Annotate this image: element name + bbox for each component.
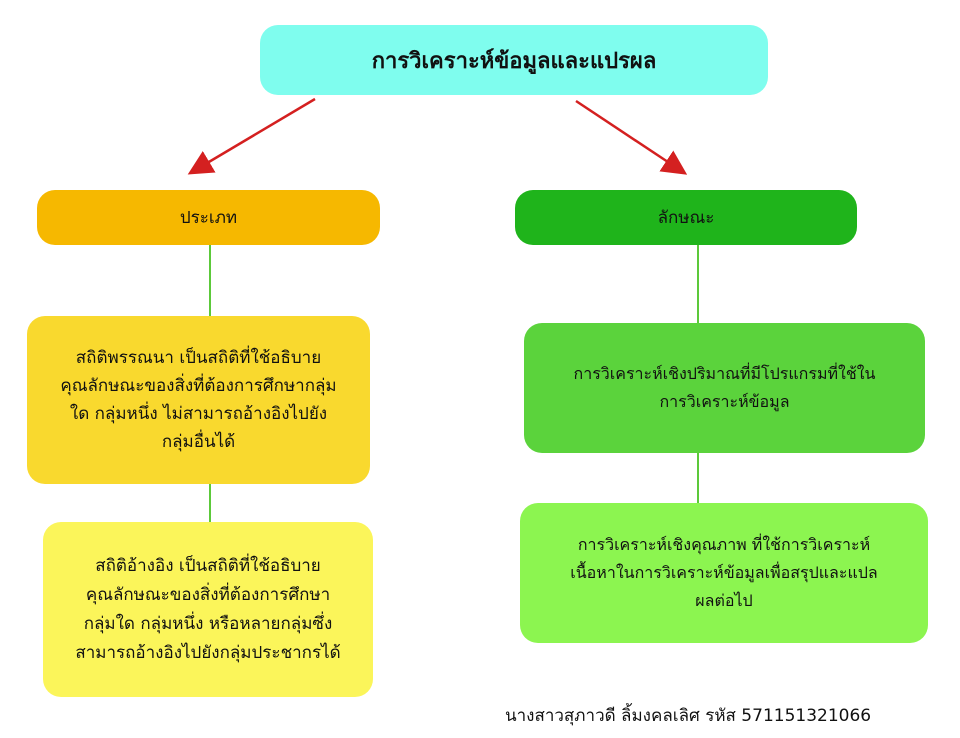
- text-line: สามารถอ้างอิงไปยังกลุ่มประชากรได้: [75, 642, 341, 663]
- descriptive-statistics-node: สถิติพรรณนา เป็นสถิติที่ใช้อธิบาย คุณลัก…: [27, 316, 370, 484]
- right-header-node: ลักษณะ: [515, 190, 857, 245]
- inferential-statistics-node: สถิติอ้างอิง เป็นสถิติที่ใช้อธิบาย คุณลั…: [43, 522, 373, 697]
- text-line: คุณลักษณะของสิ่งที่ต้องการศึกษากลุ่ม: [60, 376, 337, 396]
- connector-right-1: [697, 245, 699, 323]
- text-line: เนื้อหาในการวิเคราะห์ข้อมูลเพื่อสรุปและแ…: [570, 563, 878, 582]
- text-line: การวิเคราะห์เชิงปริมาณที่มีโปรแกรมที่ใช้…: [573, 364, 876, 383]
- connector-left-2: [209, 484, 211, 522]
- author-credit: นางสาวสุภาวดี ลิ้มงคลเลิศ รหัส 571151321…: [505, 706, 872, 726]
- connector-left-1: [209, 245, 211, 316]
- title-text: การวิเคราะห์ข้อมูลและแปรผล: [371, 48, 657, 74]
- title-node: การวิเคราะห์ข้อมูลและแปรผล: [260, 25, 768, 95]
- text-line: กลุ่มอื่นได้: [161, 432, 236, 452]
- left-header-text: ประเภท: [179, 208, 238, 228]
- right-header-text: ลักษณะ: [657, 208, 715, 228]
- arrow-to-right: [575, 99, 688, 175]
- arrow-to-left: [187, 97, 316, 175]
- text-line: สถิติอ้างอิง เป็นสถิติที่ใช้อธิบาย: [95, 555, 321, 576]
- text-line: คุณลักษณะของสิ่งที่ต้องการศึกษา: [85, 584, 331, 605]
- quantitative-analysis-node: การวิเคราะห์เชิงปริมาณที่มีโปรแกรมที่ใช้…: [524, 323, 925, 453]
- connector-right-2: [697, 453, 699, 503]
- text-line: สถิติพรรณนา เป็นสถิติที่ใช้อธิบาย: [75, 348, 322, 368]
- qualitative-analysis-node: การวิเคราะห์เชิงคุณภาพ ที่ใช้การวิเคราะห…: [520, 503, 928, 643]
- text-line: ผลต่อไป: [695, 591, 753, 610]
- text-line: การวิเคราะห์เชิงคุณภาพ ที่ใช้การวิเคราะห…: [577, 535, 871, 554]
- text-line: กลุ่มใด กลุ่มหนึ่ง หรือหลายกลุ่มซึ่ง: [83, 613, 333, 634]
- text-line: ใด กลุ่มหนึ่ง ไม่สามารถอ้างอิงไปยัง: [69, 404, 328, 424]
- text-line: การวิเคราะห์ข้อมูล: [659, 392, 790, 411]
- left-header-node: ประเภท: [37, 190, 380, 245]
